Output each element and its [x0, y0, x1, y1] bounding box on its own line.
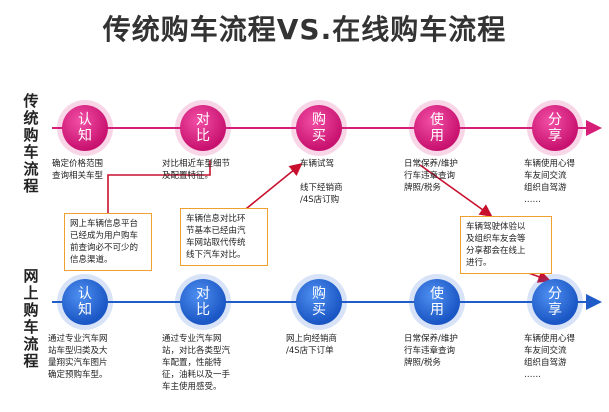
row1-desc-purchase: 车辆试驾 线下经销商 /4S店订购 [300, 159, 343, 205]
row1-desc-share: 车辆使用心得 车友间交流 组织自驾游 …… [524, 159, 576, 205]
row2-label: 网上购车流程 [23, 267, 39, 370]
row2-desc-use: 日常保养/维护 行车违章查询 牌照/税务 [404, 334, 458, 368]
page-title: 传统购车流程VS.在线购车流程 [102, 13, 507, 46]
row1-desc-compare: 对比相近车型细节 及配置特征。 [162, 159, 231, 181]
row1-node-awareness: 认知 [62, 105, 108, 151]
callout-arrow-3 [419, 164, 493, 217]
row2-node-purchase: 购买 [296, 279, 342, 325]
row2-node-awareness: 认知 [62, 279, 108, 325]
callout-arrow-1 [107, 160, 211, 215]
row2-node-share: 分享 [532, 279, 578, 325]
row1-node-use: 使用 [414, 105, 460, 151]
callout-box-compare: 车辆信息对比环 节基本已经由汽 车网站取代传统 线下汽车对比。 [180, 208, 268, 266]
row2-node-use: 使用 [414, 279, 460, 325]
row1-node-compare: 对比 [180, 105, 226, 151]
row1-desc-awareness: 确定价格范围 查询相关车型 [52, 159, 104, 181]
row2-desc-compare: 通过专业汽车网 站，对比各类型汽 车配置，性能特 征，油耗以及一手 车主使用感受… [162, 334, 231, 392]
row1-node-share: 分享 [532, 105, 578, 151]
row1-desc-use: 日常保养/维护 行车违章查询 牌照/税务 [404, 159, 458, 193]
callout-box-info-platform: 网上车辆信息平台 已经成为用户购车 前查询必不可少的 信息渠道。 [64, 213, 152, 271]
row2-desc-share: 车辆使用心得 车友间交流 组织自驾游 …… [524, 334, 576, 380]
row2-desc-awareness: 通过专业汽车网 站车型归类及大 量翔实汽车图片 确定预购车型。 [48, 334, 108, 380]
callout-box-share: 车辆驾驶体验以 及组织车友会等 分享都会在线上 进行。 [460, 216, 552, 274]
row1-node-purchase: 购买 [296, 105, 342, 151]
row1-label: 传统购车流程 [23, 92, 39, 195]
row2-node-compare: 对比 [180, 279, 226, 325]
row2-desc-purchase: 网上向经销商 /4S店下订单 [286, 334, 338, 356]
